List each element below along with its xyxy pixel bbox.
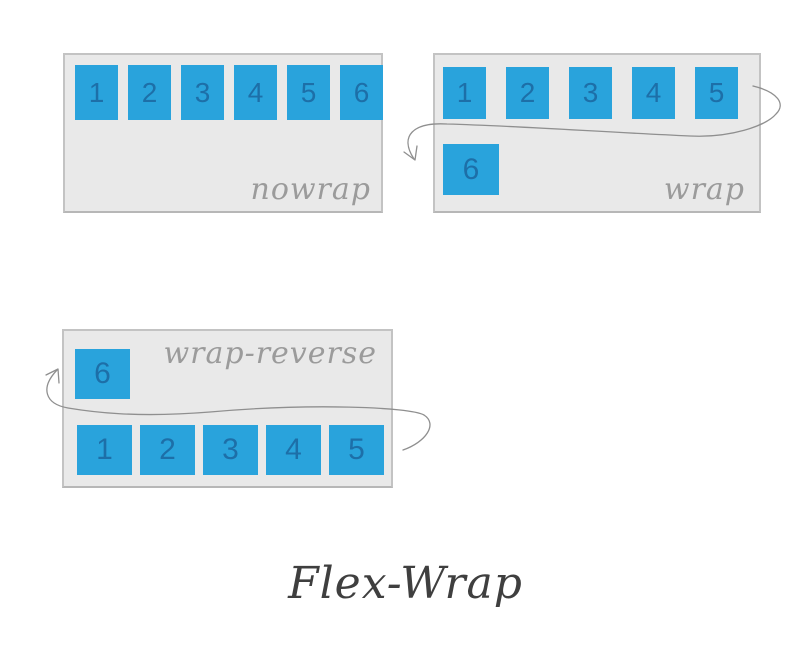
nowrap-row: 1 2 3 4 5 6 [75, 65, 383, 120]
wrap-item-6: 6 [443, 144, 499, 195]
panel-wrap-reverse: 6 1 2 3 4 5 wrap-reverse [62, 329, 393, 488]
panel-wrap: 1 2 3 4 5 6 wrap [433, 53, 761, 213]
wrap-reverse-item-2: 2 [140, 425, 195, 475]
wrap-item-5: 5 [695, 67, 738, 119]
diagram-title: Flex-Wrap [288, 558, 523, 609]
nowrap-item-5: 5 [287, 65, 330, 120]
wrap-item-2: 2 [506, 67, 549, 119]
panel-nowrap: 1 2 3 4 5 6 nowrap [63, 53, 383, 213]
nowrap-item-4: 4 [234, 65, 277, 120]
wrap-reverse-item-6: 6 [75, 349, 130, 399]
nowrap-item-1: 1 [75, 65, 118, 120]
panel-label-wrap: wrap [663, 172, 745, 207]
wrap-item-3: 3 [569, 67, 612, 119]
wrap-reverse-item-5: 5 [329, 425, 384, 475]
nowrap-item-6: 6 [340, 65, 383, 120]
wrap-row-1: 1 2 3 4 5 [443, 67, 738, 119]
wrap-item-1: 1 [443, 67, 486, 119]
wrap-item-4: 4 [632, 67, 675, 119]
wrap-reverse-item-3: 3 [203, 425, 258, 475]
panel-label-wrap-reverse: wrap-reverse [163, 336, 377, 371]
wrap-reverse-item-1: 1 [77, 425, 132, 475]
nowrap-item-3: 3 [181, 65, 224, 120]
wrap-reverse-item-4: 4 [266, 425, 321, 475]
wrap-reverse-row: 1 2 3 4 5 [77, 425, 384, 475]
nowrap-item-2: 2 [128, 65, 171, 120]
panel-label-nowrap: nowrap [250, 172, 371, 207]
